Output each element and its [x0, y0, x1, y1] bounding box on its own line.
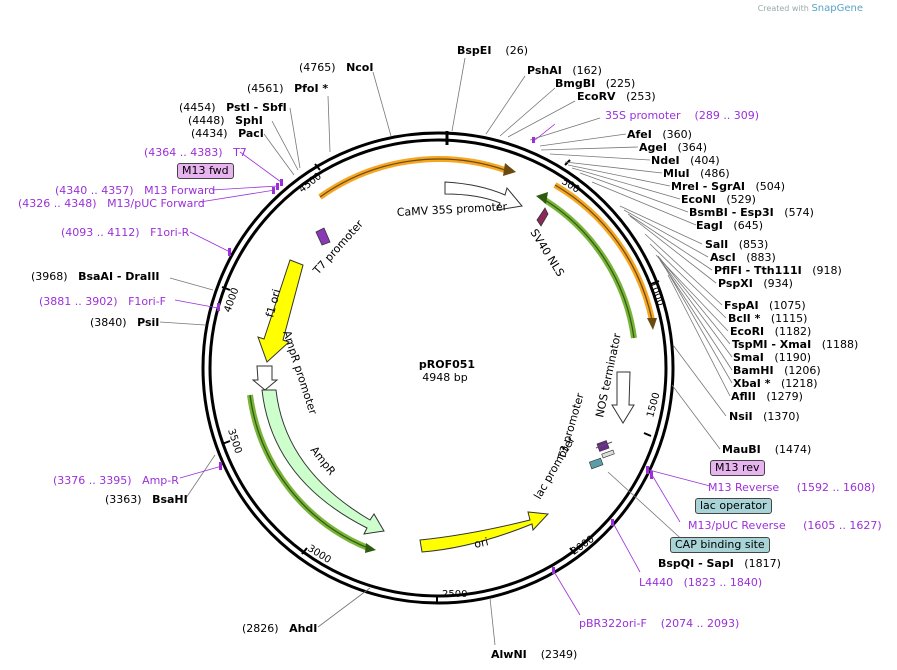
primer-pbr322ori-f: pBR322ori-F (2074 .. 2093): [579, 617, 740, 630]
enzyme-pshai: PshAI (162): [527, 64, 602, 77]
camv-promoter-arrow: [444, 181, 523, 211]
green-arc-left-line: [249, 394, 369, 549]
plasmid-size: 4948 bp: [422, 371, 467, 384]
enzyme-smai: SmaI (1190): [733, 351, 811, 364]
enzyme-nsii: NsiI (1370): [729, 410, 800, 423]
green-arc-right-line: [544, 199, 635, 339]
enzyme-psti-sbfi: (4454) PstI - SbfI: [179, 101, 287, 114]
lac-operator-box: lac operator: [695, 498, 772, 514]
enzyme-sali: SalI (853): [705, 238, 769, 251]
ampr-arrow: [261, 389, 385, 535]
enzyme-afei: AfeI (360): [627, 128, 692, 141]
watermark-prefix: Created with: [757, 4, 809, 13]
enzyme-mlui: MluI (486): [663, 167, 730, 180]
tick-label-4000: 4000: [222, 286, 241, 314]
ampr-promoter-arrow: [251, 365, 279, 391]
orange-arc-right-line: [554, 184, 653, 321]
enzyme-fspai: FspAI (1075): [724, 299, 806, 312]
green-arc-left-arrow: [365, 543, 376, 553]
enzyme-eagi: EagI (645): [696, 219, 763, 232]
primer-m13-reverse: M13 Reverse (1592 .. 1608): [708, 481, 876, 494]
primer-f1ori-r: (4093 .. 4112) F1ori-R: [61, 226, 190, 239]
m13-rev-box: M13 rev: [710, 460, 765, 476]
ring-ticks: [221, 159, 660, 604]
enzyme-aflii: AflII (1279): [731, 390, 803, 403]
enzyme-pspxi: PspXI (934): [718, 277, 793, 290]
enzyme-psii: (3840) PsiI: [90, 316, 160, 329]
primer-amp-r: (3376 .. 3395) Amp-R: [53, 474, 179, 487]
primer-m13-forward: (4340 .. 4357) M13 Forward: [55, 184, 216, 197]
t3-lac-markers: [588, 440, 615, 470]
ori-label: ori: [473, 535, 490, 551]
tick-label-4500: 4500: [297, 171, 324, 195]
enzyme-ahdi: (2826) AhdI: [242, 622, 318, 635]
enzyme-sphi: (4448) SphI: [188, 114, 263, 127]
leader-lines-primers: [174, 123, 711, 616]
nos-terminator-arrow: [611, 371, 635, 424]
green-arc-right-arrow: [536, 192, 548, 204]
enzyme-asci: AscI (883): [710, 251, 776, 264]
enzyme-econi: EcoNI (529): [681, 193, 756, 206]
enzyme-xbai: XbaI * (1218): [733, 377, 818, 390]
enzyme-bcli: BclI * (1115): [728, 312, 808, 325]
enzyme-maubi: MauBI (1474): [722, 443, 812, 456]
primer-l4440: L4440 (1823 .. 1840): [639, 576, 763, 589]
leader-lines-right: [159, 57, 733, 646]
t7-promoter-label: T7 promoter: [310, 217, 366, 278]
orange-arc-right-arrow: [647, 318, 657, 330]
enzyme-bspei: BspEI (26): [457, 44, 529, 57]
f1-ori-arrow: [257, 259, 304, 363]
m13-fwd-box: M13 fwd: [177, 163, 234, 179]
enzyme-pfoi: (4561) PfoI *: [247, 82, 329, 95]
enzyme-bsaai-draiii: (3968) BsaAI - DraIII: [31, 270, 160, 283]
plasmid-name: pROF051: [419, 358, 475, 371]
enzyme-ecori: EcoRI (1182): [730, 325, 812, 338]
t7-promoter-marker: [315, 227, 331, 246]
enzyme-paci: (4434) PacI: [191, 127, 264, 140]
enzyme-bsmbi-esp3i: BsmBI - Esp3I (574): [689, 206, 814, 219]
enzyme-ncoi: (4765) NcoI: [299, 61, 374, 74]
primer-f1ori-f: (3881 .. 3902) F1ori-F: [39, 295, 166, 308]
tick-label-2500: 2500: [442, 589, 467, 600]
enzyme-tspmi-xmai: TspMI - XmaI (1188): [732, 338, 859, 351]
lac-promoter-label: lac promoter: [531, 434, 578, 502]
enzyme-bspqi-sapi: BspQI - SapI (1817): [658, 557, 781, 570]
primer-m13-puc-forward: (4326 .. 4348) M13/pUC Forward: [18, 197, 205, 210]
enzyme-agei: AgeI (364): [639, 141, 708, 154]
enzyme-bmgbi: BmgBI (225): [555, 77, 636, 90]
watermark: Created with SnapGene: [758, 3, 863, 14]
enzyme-bsahi: (3363) BsaHI: [105, 493, 188, 506]
orange-arc-top-line: [319, 158, 506, 198]
sv40-label: SV40 NLS: [527, 227, 566, 279]
enzyme-alwni: AlwNI (2349): [491, 648, 578, 661]
enzyme-pflfi-tth111i: PflFI - Tth111I (918): [714, 264, 842, 277]
primer-t7: (4364 .. 4383) T7: [144, 146, 247, 159]
enzyme-ndei: NdeI (404): [651, 154, 720, 167]
enzyme-ecorv: EcoRV (253): [577, 90, 656, 103]
enzyme-bamhi: BamHI (1206): [733, 364, 821, 377]
camv-label: CaMV 35S promoter: [396, 200, 507, 219]
primer-ticks: [217, 137, 653, 574]
cap-site-box: CAP binding site: [670, 537, 770, 553]
sv40-nls-marker: [536, 207, 549, 227]
primer-m13-puc-reverse: M13/pUC Reverse (1605 .. 1627): [688, 519, 882, 532]
orange-arc-top-arrow: [503, 163, 516, 176]
ampr-promoter-label: AmpR promoter: [280, 329, 320, 417]
primer-35s: 35S promoter (289 .. 309): [605, 109, 760, 122]
snapgene-logo: SnapGene: [811, 3, 863, 14]
enzyme-mrei-sgrai: MreI - SgrAI (504): [671, 180, 786, 193]
ori-arrow: [419, 511, 550, 553]
